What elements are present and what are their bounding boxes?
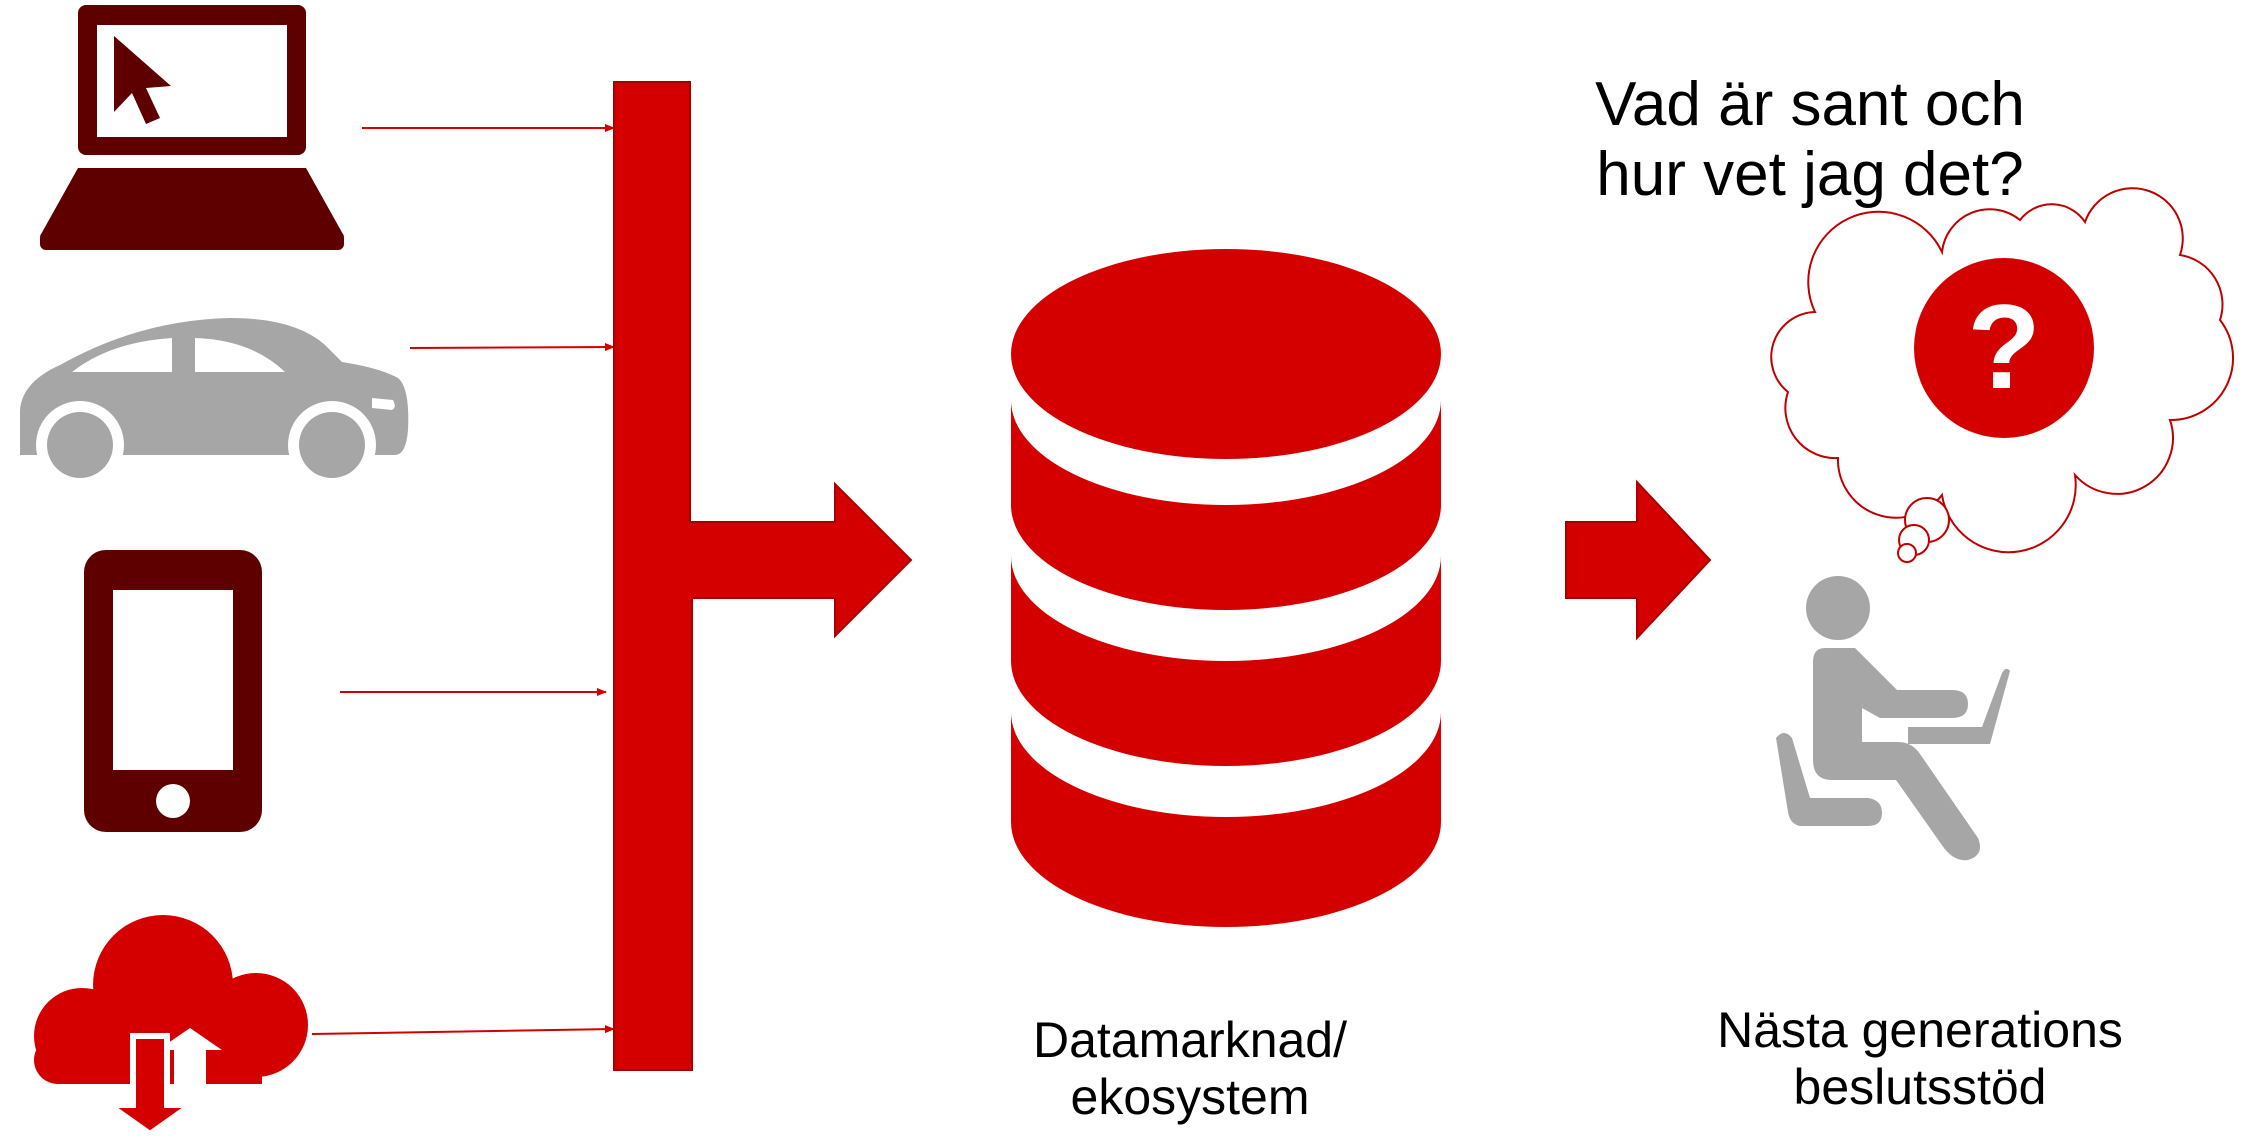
- collector-arrow: [613, 81, 913, 1071]
- question-symbol: ?: [1967, 280, 2040, 414]
- decision-support-caption: Nästa generations beslutsstöd: [1620, 1002, 2220, 1115]
- input-connectors: [311, 124, 615, 1035]
- cloud-arrow: [311, 1025, 615, 1035]
- database-caption-line-2: ekosystem: [1070, 1068, 1310, 1125]
- database-caption: Datamarknad/ ekosystem: [940, 1012, 1440, 1125]
- output-arrow: [1565, 479, 1712, 641]
- smartphone-icon: [84, 550, 262, 832]
- question-text: Vad är sant och hur vet jag det?: [1500, 70, 2120, 210]
- car-arrow: [409, 343, 615, 352]
- question-line-2: hur vet jag det?: [1596, 140, 2024, 210]
- decision-caption-line-1: Nästa generations: [1717, 1002, 2123, 1058]
- question-line-1: Vad är sant och: [1595, 70, 2025, 139]
- cloud-upload-icon: [34, 915, 308, 1138]
- person-at-laptop-icon: [1776, 576, 2010, 861]
- database-icon: [1011, 249, 1441, 927]
- decision-caption-line-2: beslutsstöd: [1793, 1058, 2047, 1115]
- question-mark-icon: ?: [1914, 258, 2094, 438]
- laptop-icon: [40, 5, 344, 250]
- car-icon: [20, 318, 409, 489]
- database-caption-line-1: Datamarknad/: [1032, 1012, 1348, 1068]
